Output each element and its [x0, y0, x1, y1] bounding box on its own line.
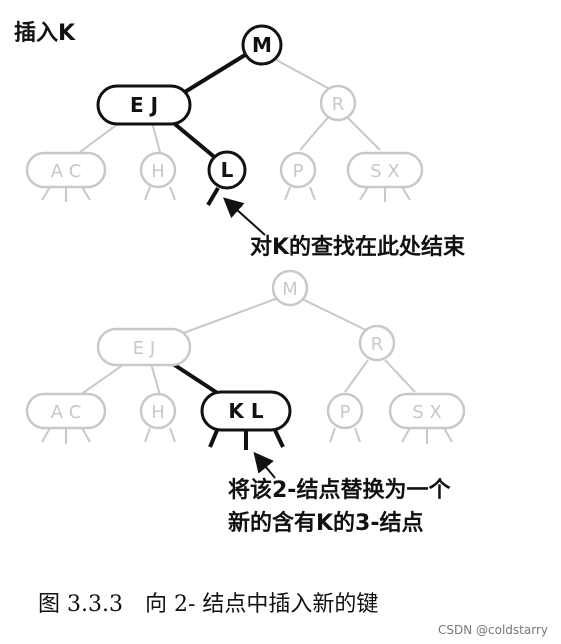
- node-sx-faded: [388, 392, 466, 430]
- node-ac-faded: [25, 392, 107, 430]
- node-r-faded: [358, 324, 396, 362]
- node-p-faded: [326, 392, 364, 430]
- node-h: [139, 151, 177, 189]
- node-ej-faded-label: E J: [133, 338, 155, 359]
- top-tree-search-path: [168, 53, 247, 207]
- replace-annotation-line1: 将该2-结点替换为一个: [228, 477, 451, 503]
- node-l: [207, 150, 247, 190]
- top-tree: R A C H P S X M E J L 对K的查找在此处结束: [25, 24, 466, 260]
- node-p: [279, 151, 317, 189]
- node-kl: [200, 390, 292, 432]
- figure-caption: 图 3.3.3 向 2- 结点中插入新的键: [38, 592, 378, 617]
- top-tree-faded-labels: R A C H P S X: [51, 94, 400, 182]
- node-m-faded-label: M: [282, 279, 298, 300]
- bottom-tree: M E J R A C H P S X K L 将该2-结点替换为一个 新的含有…: [25, 269, 466, 536]
- bottom-tree-faded-nodes: [25, 269, 466, 430]
- node-m: [241, 24, 283, 66]
- node-h-faded-label: H: [151, 402, 165, 423]
- bottom-tree-new-links: [168, 360, 285, 450]
- search-end-annotation: 对K的查找在此处结束: [250, 234, 466, 260]
- replace-arrow: [253, 451, 276, 479]
- node-p-faded-label: P: [340, 402, 351, 423]
- search-end-arrow: [223, 197, 266, 236]
- top-tree-active-labels: M E J L: [130, 33, 272, 182]
- node-p-label: P: [293, 161, 304, 182]
- node-l-label: L: [221, 158, 234, 182]
- node-ej-label: E J: [130, 93, 158, 117]
- node-r: [319, 84, 357, 122]
- node-sx: [346, 151, 424, 189]
- node-m-faded: [271, 269, 309, 307]
- node-r-label: R: [332, 94, 345, 115]
- bottom-tree-faded-labels: M E J R A C H P S X: [51, 279, 442, 423]
- node-sx-label: S X: [370, 161, 399, 182]
- node-h-faded: [139, 392, 177, 430]
- diagram-title: 插入K: [14, 21, 76, 46]
- node-m-label: M: [252, 33, 272, 57]
- node-r-faded-label: R: [371, 334, 384, 355]
- top-tree-faded-nodes: [25, 84, 424, 189]
- node-ac-label: A C: [51, 161, 82, 182]
- node-ac: [25, 151, 107, 189]
- watermark: CSDN @coldstarry: [438, 623, 548, 637]
- replace-annotation-line2: 新的含有K的3-结点: [228, 510, 424, 536]
- node-sx-faded-label: S X: [412, 402, 441, 423]
- node-ej: [96, 84, 192, 126]
- top-tree-active-nodes: [96, 24, 283, 190]
- node-ej-faded: [96, 327, 192, 367]
- node-ac-faded-label: A C: [51, 402, 82, 423]
- node-kl-label: K L: [228, 399, 263, 423]
- node-h-label: H: [151, 161, 165, 182]
